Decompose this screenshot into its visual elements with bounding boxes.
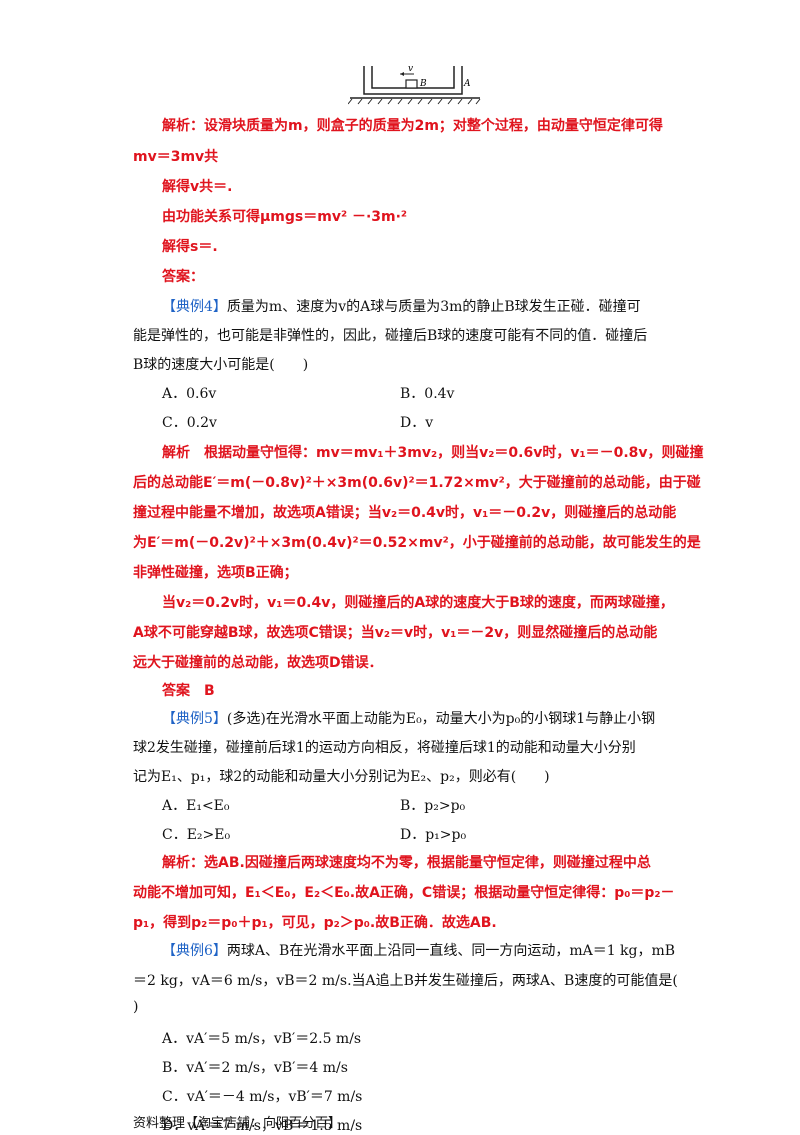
text-line: ＝2 kg，vA＝6 m/s，vB＝2 m/s.当A追上B并发生碰撞后，两球A、…: [133, 970, 678, 990]
option-right: B．0.4v: [400, 386, 455, 402]
text-line: A球不可能穿越B球，故选项C错误；当v₂＝v时，v₁＝－2v，则显然碰撞后的总动…: [133, 622, 657, 642]
text-line: 答案：: [162, 266, 204, 286]
line-text: B．vA′＝2 m/s，vB′＝4 m/s: [162, 1060, 348, 1076]
text-line: B球的速度大小可能是( ): [133, 354, 308, 374]
line-text: 撞过程中能量不增加，故选项A错误；当v₂＝0.4v时，v₁＝－0.2v，则碰撞后…: [133, 505, 677, 521]
line-text: 动能不增加可知，E₁＜E₀，E₂＜E₀.故A正确，C错误；根据动量守恒定律得：p…: [133, 885, 675, 901]
example-tag: 【典例6】: [162, 943, 227, 959]
text-line: 答案 B: [162, 680, 215, 700]
line-text: 答案 B: [162, 683, 215, 699]
velocity-label: v: [408, 64, 413, 74]
text-line: 解析：设滑块质量为m，则盒子的质量为2m；对整个过程，由动量守恒定律可得: [162, 115, 663, 135]
line-text: D．vA′＝7 m/s，vB′＝1.5 m/s: [162, 1118, 363, 1134]
line-text: 答案：: [162, 269, 204, 285]
text-line: 能是弹性的，也可能是非弹性的，因此，碰撞后B球的速度可能有不同的值．碰撞后: [133, 325, 647, 345]
text-line: 【典例5】(多选)在光滑水平面上动能为E₀，动量大小为p₀的小钢球1与静止小钢: [162, 708, 655, 728]
line-text: 记为E₁、p₁，球2的动能和动量大小分别记为E₂、p₂，则必有( ): [133, 769, 550, 785]
footer-note: 资料整理【淘宝店铺：向阳百分百】: [133, 1116, 342, 1131]
example-tag: 【典例4】: [162, 299, 227, 315]
text-line: 解析 根据动量守恒得：mv＝mv₁＋3mv₂，则当v₂＝0.6v时，v₁＝－0.…: [162, 442, 704, 462]
line-text: 解得s＝.: [162, 239, 218, 255]
example-tag: 【典例5】: [162, 711, 227, 727]
text-line: 后的总动能E′＝m(－0.8v)²＋×3m(0.6v)²＝1.72×mv²，大于…: [133, 472, 701, 492]
text-line: 远大于碰撞前的总动能，故选项D错误．: [133, 652, 383, 672]
line-text: 球2发生碰撞，碰撞前后球1的运动方向相反，将碰撞后球1的动能和动量大小分别: [133, 740, 636, 756]
line-text: 为E′＝m(－0.2v)²＋×3m(0.4v)²＝0.52×mv²，小于碰撞前的…: [133, 535, 701, 551]
text-line: 非弹性碰撞，选项B正确；: [133, 562, 298, 582]
line-text: 由功能关系可得μmgs＝mv² －·3m·²: [162, 209, 408, 225]
text-line: A．E₁<E₀: [162, 795, 230, 815]
text-line: D．vA′＝7 m/s，vB′＝1.5 m/s: [162, 1115, 362, 1135]
text-line: 动能不增加可知，E₁＜E₀，E₂＜E₀.故A正确，C错误；根据动量守恒定律得：p…: [133, 882, 675, 902]
line-text: 解析：选AB.因碰撞后两球速度均不为零，根据能量守恒定律，则碰撞过程中总: [162, 855, 651, 871]
line-text: 远大于碰撞前的总动能，故选项D错误．: [133, 655, 383, 671]
line-text: (多选)在光滑水平面上动能为E₀，动量大小为p₀的小钢球1与静止小钢: [226, 711, 656, 727]
text-line: 撞过程中能量不增加，故选项A错误；当v₂＝0.4v时，v₁＝－0.2v，则碰撞后…: [133, 502, 676, 522]
text-line: B．vA′＝2 m/s，vB′＝4 m/s: [162, 1057, 348, 1077]
line-text: 后的总动能E′＝m(－0.8v)²＋×3m(0.6v)²＝1.72×mv²，大于…: [133, 475, 701, 491]
line-text: ＝2 kg，vA＝6 m/s，vB＝2 m/s.当A追上B并发生碰撞后，两球A、…: [133, 973, 678, 989]
box-a-label: A: [463, 79, 471, 89]
line-text: A．E₁<E₀: [162, 798, 230, 814]
line-text: C．0.2v: [162, 415, 217, 431]
line-text: 当v₂＝0.2v时，v₁＝0.4v，则碰撞后的A球的速度大于B球的速度，而两球碰…: [162, 595, 674, 611]
text-line: mv＝3mv共: [133, 146, 218, 166]
text-line: ): [133, 999, 138, 1015]
line-text: 非弹性碰撞，选项B正确；: [133, 565, 298, 581]
text-line: 由功能关系可得μmgs＝mv² －·3m·²: [162, 206, 407, 226]
text-line: C．vA′＝－4 m/s，vB′＝7 m/s: [162, 1086, 362, 1106]
line-text: 能是弹性的，也可能是非弹性的，因此，碰撞后B球的速度可能有不同的值．碰撞后: [133, 328, 648, 344]
line-text: 解析 根据动量守恒得：mv＝mv₁＋3mv₂，则当v₂＝0.6v时，v₁＝－0.…: [162, 445, 704, 461]
text-line: 解得v共＝.: [162, 176, 232, 196]
line-text: 质量为m、速度为v的A球与质量为3m的静止B球发生正碰．碰撞可: [226, 299, 641, 315]
box-slider-diagram: v B A: [348, 64, 481, 105]
line-text: C．vA′＝－4 m/s，vB′＝7 m/s: [162, 1089, 363, 1105]
text-line: A．vA′＝5 m/s，vB′＝2.5 m/s: [162, 1028, 361, 1048]
text-line: 球2发生碰撞，碰撞前后球1的运动方向相反，将碰撞后球1的动能和动量大小分别: [133, 737, 636, 757]
line-text: C．E₂>E₀: [162, 827, 231, 843]
line-text: mv＝3mv共: [133, 149, 219, 165]
text-line: A．0.6v: [162, 383, 216, 403]
line-text: B球的速度大小可能是( ): [133, 357, 309, 373]
text-line: 【典例4】质量为m、速度为v的A球与质量为3m的静止B球发生正碰．碰撞可: [162, 296, 641, 316]
line-text: A．0.6v: [162, 386, 217, 402]
ball-b-label: B: [419, 79, 427, 89]
line-text: p₁，得到p₂＝p₀＋p₁，可见，p₂＞p₀.故B正确．故选AB.: [133, 915, 497, 931]
line-text: ): [133, 999, 139, 1015]
line-text: 解得v共＝.: [162, 179, 233, 195]
text-line: 当v₂＝0.2v时，v₁＝0.4v，则碰撞后的A球的速度大于B球的速度，而两球碰…: [162, 592, 674, 612]
line-text: A．vA′＝5 m/s，vB′＝2.5 m/s: [162, 1031, 362, 1047]
option-right: B．p₂>p₀: [400, 798, 466, 814]
text-line: p₁，得到p₂＝p₀＋p₁，可见，p₂＞p₀.故B正确．故选AB.: [133, 912, 497, 932]
option-right: D．p₁>p₀: [400, 827, 467, 843]
text-line: 【典例6】两球A、B在光滑水平面上沿同一直线、同一方向运动，mA＝1 kg，mB: [162, 940, 675, 960]
text-line: 解析：选AB.因碰撞后两球速度均不为零，根据能量守恒定律，则碰撞过程中总: [162, 852, 651, 872]
text-line: 记为E₁、p₁，球2的动能和动量大小分别记为E₂、p₂，则必有( ): [133, 766, 550, 786]
line-text: A球不可能穿越B球，故选项C错误；当v₂＝v时，v₁＝－2v，则显然碰撞后的总动…: [133, 625, 658, 641]
text-line: C．E₂>E₀: [162, 824, 230, 844]
text-line: 为E′＝m(－0.2v)²＋×3m(0.4v)²＝0.52×mv²，小于碰撞前的…: [133, 532, 701, 552]
line-text: 两球A、B在光滑水平面上沿同一直线、同一方向运动，mA＝1 kg，mB: [226, 943, 676, 959]
text-line: 解得s＝.: [162, 236, 218, 256]
text-line: C．0.2v: [162, 412, 217, 432]
option-right: D．v: [400, 415, 434, 431]
line-text: 解析：设滑块质量为m，则盒子的质量为2m；对整个过程，由动量守恒定律可得: [162, 118, 663, 134]
